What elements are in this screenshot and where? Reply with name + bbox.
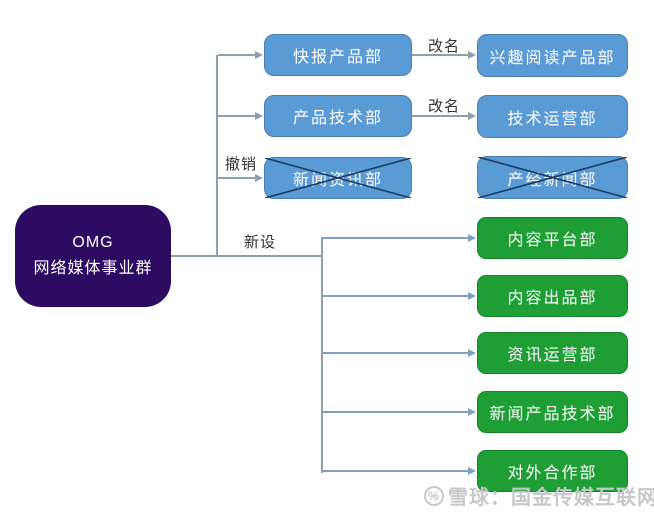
connector-branch-3	[218, 177, 256, 179]
arrowhead-icon	[468, 234, 476, 242]
connector-new-4	[323, 411, 469, 413]
arrowhead-icon	[468, 467, 476, 475]
node-renamed-dept-2: 技术运营部	[477, 95, 628, 138]
node-renamed-dept-1: 兴趣阅读产品部	[477, 34, 628, 77]
watermark-text: 雪球：国金传媒互联网	[448, 487, 654, 509]
arrowhead-icon	[255, 174, 263, 182]
connector-new-1	[323, 237, 469, 239]
node-dissolved-dept-1-label: 新闻资讯部	[292, 172, 383, 189]
connector-trunk-left	[216, 55, 218, 256]
arrowhead-icon	[468, 408, 476, 416]
label-added: 新设	[243, 234, 276, 251]
arrowhead-icon	[468, 292, 476, 300]
node-new-dept-3: 资讯运营部	[477, 332, 628, 374]
watermark: % 雪球：国金传媒互联网	[424, 481, 654, 510]
node-dissolved-dept-2: 产经新闻部	[477, 156, 628, 199]
xueqiu-logo-icon: %	[424, 485, 444, 506]
label-rename-1: 改名	[427, 38, 460, 55]
arrowhead-icon	[468, 349, 476, 357]
connector-trunk-new	[321, 237, 323, 473]
connector-branch-1	[218, 54, 256, 56]
node-dissolved-dept-1: 新闻资讯部	[264, 157, 412, 199]
arrowhead-icon	[255, 112, 263, 120]
arrowhead-icon	[255, 51, 263, 59]
arrowhead-icon	[468, 112, 476, 120]
connector-main-horizontal	[171, 255, 323, 257]
connector-new-2	[323, 295, 469, 297]
arrowhead-icon	[468, 51, 476, 59]
node-dissolved-dept-2-label: 产经新闻部	[507, 171, 598, 189]
label-rename-2: 改名	[427, 98, 460, 115]
connector-new-3	[323, 352, 469, 354]
node-old-dept-2: 产品技术部	[264, 95, 412, 137]
connector-new-5	[323, 470, 469, 472]
connector-rename-1	[412, 54, 469, 56]
node-new-dept-5: 对外合作部	[477, 450, 628, 492]
connector-branch-2	[218, 115, 256, 117]
node-new-dept-1: 内容平台部	[477, 217, 628, 259]
root-node-omg: OMG 网络媒体事业群	[15, 205, 171, 307]
root-node-subtitle: 网络媒体事业群	[33, 260, 153, 277]
connector-rename-2	[412, 115, 469, 117]
node-new-dept-4: 新闻产品技术部	[477, 391, 628, 433]
node-old-dept-1: 快报产品部	[264, 34, 412, 76]
label-dissolved: 撤销	[224, 156, 257, 173]
node-new-dept-2: 内容出品部	[477, 275, 628, 317]
root-node-title: OMG	[72, 234, 114, 252]
